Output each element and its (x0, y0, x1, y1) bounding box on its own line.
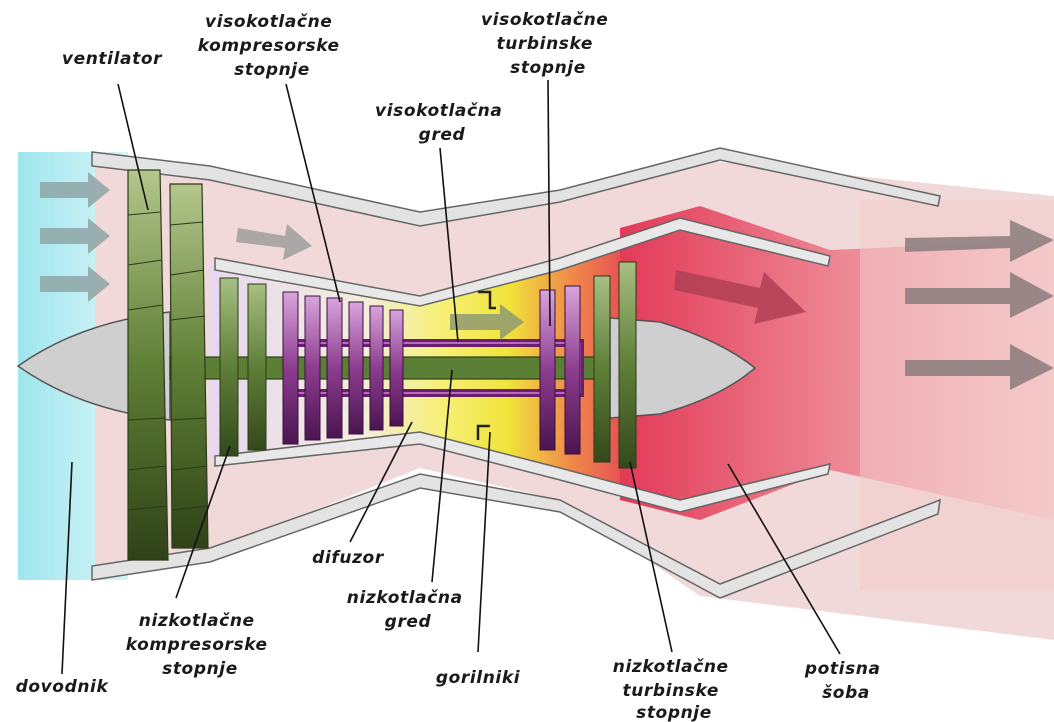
label-inlet: dovodnik (16, 677, 110, 697)
label-hp-turbine: visokotlačne turbinske stopnje (481, 10, 615, 78)
label-hp-shaft: visokotlačna gred (375, 101, 509, 145)
label-lp-compressor: nizkotlačne kompresorske stopnje (126, 611, 274, 679)
label-ventilator: ventilator (62, 49, 163, 69)
inlet-arrows (40, 172, 110, 302)
label-burners: gorilniki (436, 668, 521, 688)
label-lp-turbine: nizkotlačne turbinske stopnje (613, 657, 735, 722)
label-hp-compressor: visokotlačne kompresorske stopnje (198, 12, 346, 80)
label-lp-shaft: nizkotlačna gred (347, 588, 469, 632)
label-diffuser: difuzor (312, 548, 385, 568)
label-nozzle: potisna šoba (804, 659, 887, 703)
